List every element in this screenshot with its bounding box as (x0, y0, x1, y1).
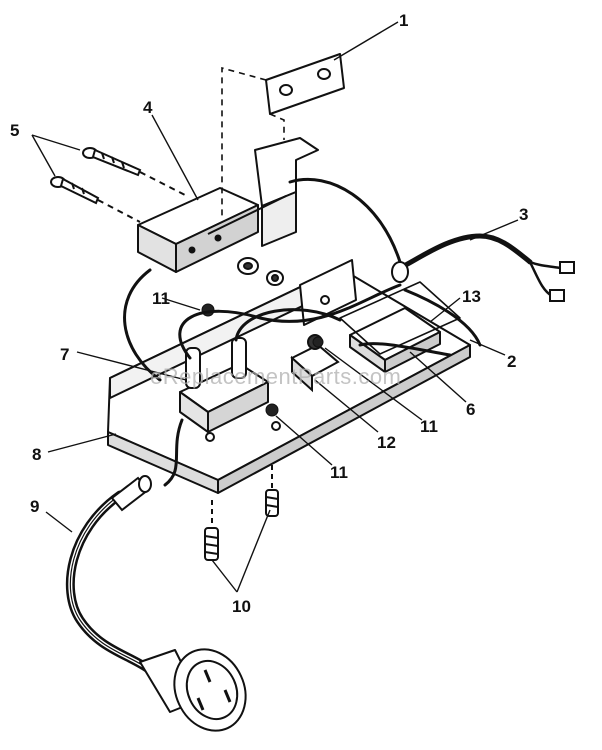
callout-11-right: 11 (420, 417, 438, 436)
switch-body (137, 187, 287, 273)
callout-5: 5 (10, 121, 19, 140)
callout-8: 8 (32, 445, 41, 464)
terminal-block (179, 337, 269, 433)
switch-bracket (254, 137, 319, 247)
callout-6: 6 (466, 400, 475, 419)
leader-lines (31, 21, 519, 593)
switch-screw-upper (82, 147, 186, 196)
callout-11-upper: 11 (152, 289, 170, 308)
callout-11-lower: 11 (330, 463, 348, 482)
callout-12: 12 (377, 433, 396, 452)
callout-2: 2 (507, 352, 516, 371)
mounting-screw-left (204, 500, 219, 561)
cord-leads (397, 233, 575, 302)
internal-wiring (123, 177, 482, 487)
callout-3: 3 (519, 205, 528, 224)
cord-connector (110, 475, 152, 512)
watermark: eReplacementParts.com (150, 364, 401, 389)
callout-10: 10 (232, 597, 251, 616)
callout-13: 13 (462, 287, 481, 306)
callout-4: 4 (143, 98, 153, 117)
callout-9: 9 (30, 497, 39, 516)
switch-plate (265, 53, 345, 115)
grommet (237, 257, 284, 286)
callout-7: 7 (60, 345, 69, 364)
power-cord (65, 490, 155, 675)
mounting-screw-right (265, 465, 279, 517)
callout-1: 1 (399, 11, 408, 30)
switch-screw-lower (50, 176, 141, 223)
cord-strain-relief (391, 261, 409, 283)
plug (139, 648, 247, 732)
alignment-lines (221, 66, 285, 220)
